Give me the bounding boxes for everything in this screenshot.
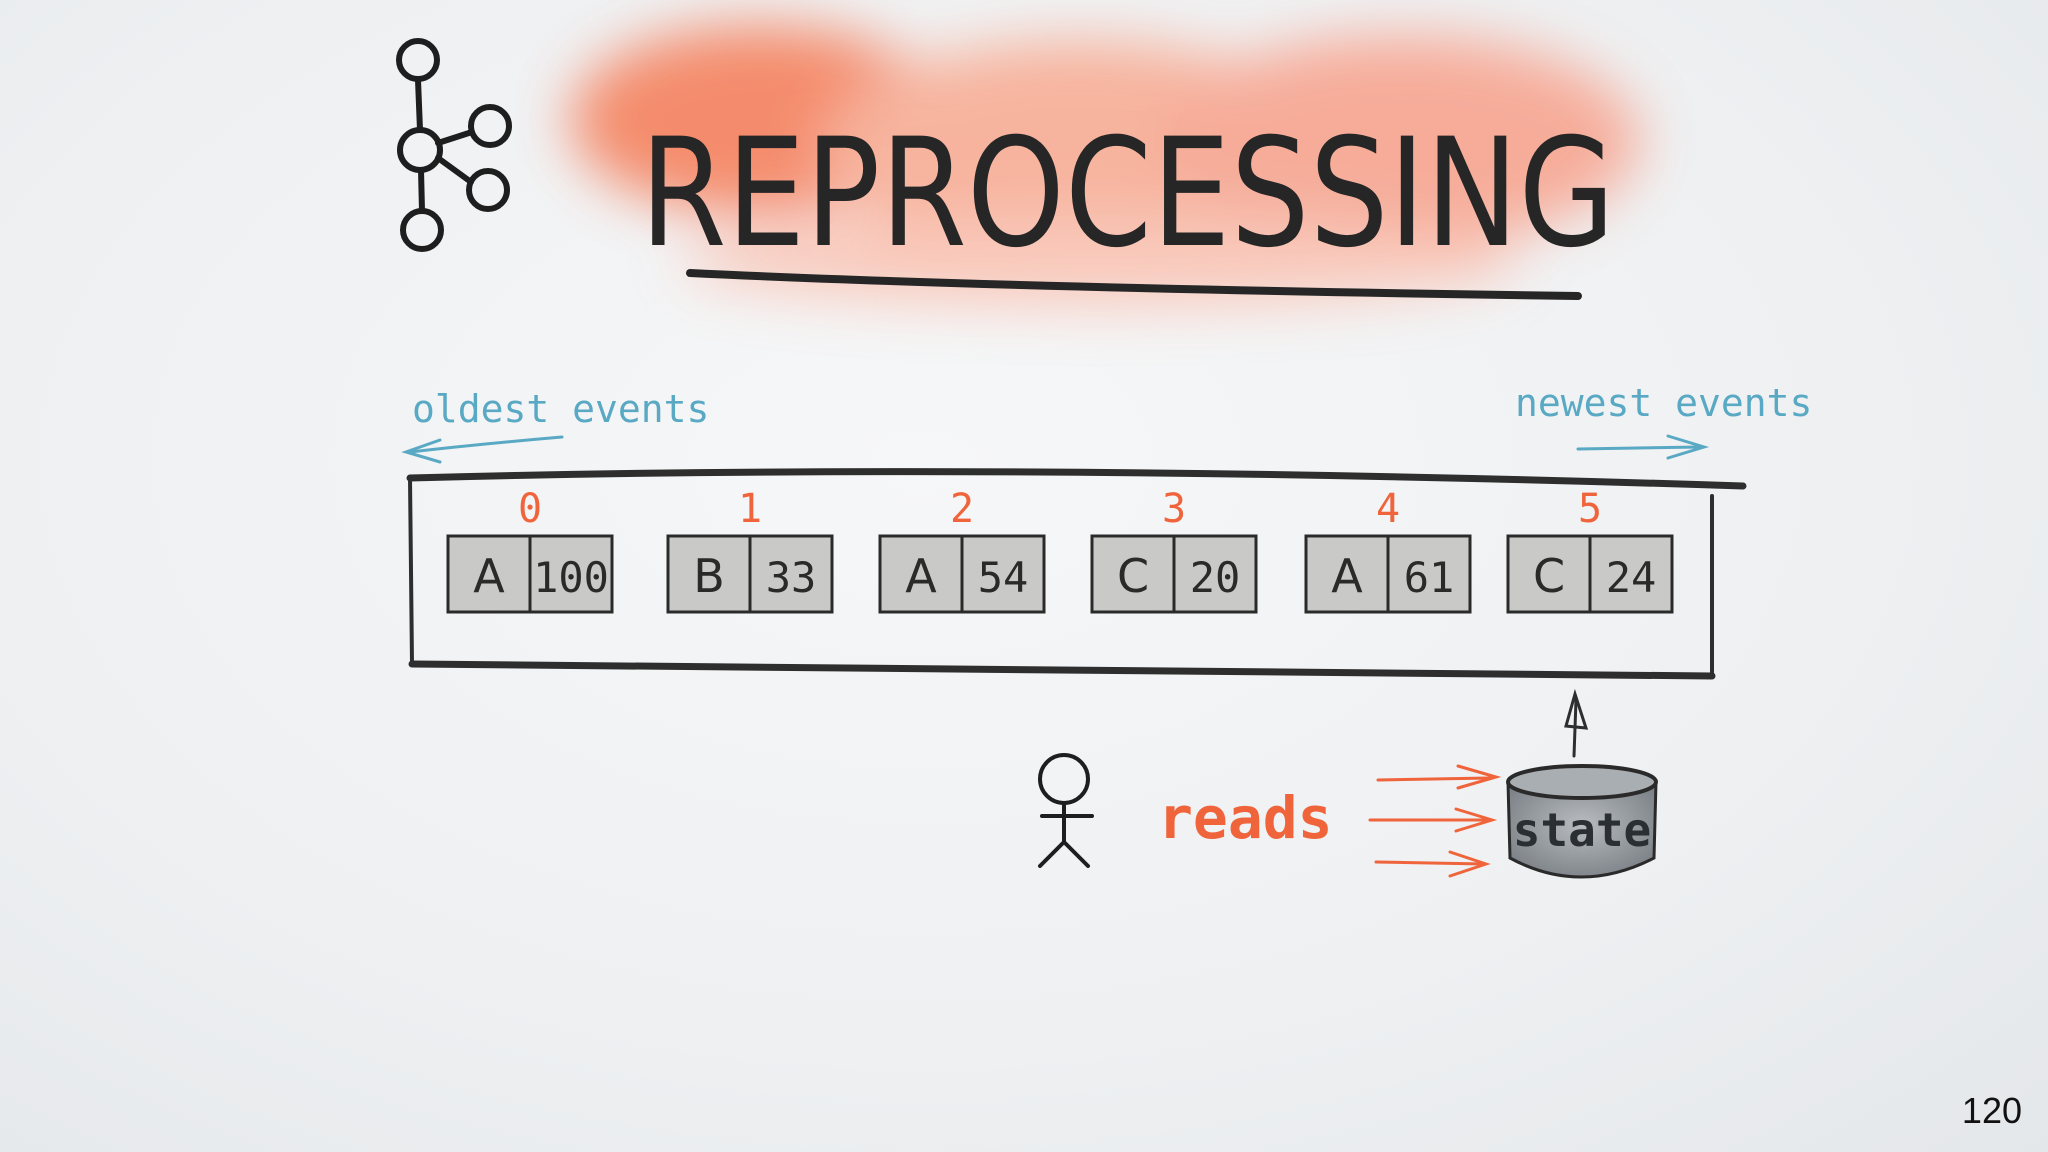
- left-arrow-icon: [401, 435, 564, 464]
- event-offset: 1: [738, 486, 762, 532]
- log-event: 3C 20: [1090, 486, 1258, 614]
- state-label: state: [1513, 803, 1651, 857]
- title-underline: [686, 269, 1582, 300]
- page-number: 120: [1961, 1090, 2022, 1131]
- right-arrow-icon: [1576, 434, 1710, 460]
- event-value: 100: [533, 553, 609, 602]
- event-value: 33: [766, 553, 817, 602]
- event-log: [406, 468, 1747, 680]
- oldest-events-label: oldest events: [412, 387, 709, 431]
- event-offset: 0: [518, 486, 542, 532]
- log-event: 5C 24: [1506, 486, 1674, 614]
- event-key: C: [1533, 549, 1565, 603]
- event-key: A: [1331, 549, 1363, 603]
- event-key: A: [905, 549, 937, 603]
- event-key: C: [1117, 549, 1149, 603]
- event-key: B: [693, 549, 725, 603]
- event-value: 54: [978, 553, 1029, 602]
- event-offset: 3: [1162, 486, 1186, 532]
- log-event: 0A 100: [446, 486, 614, 614]
- event-value: 61: [1404, 553, 1455, 602]
- log-event: 2A 54: [878, 486, 1046, 614]
- event-offset: 5: [1578, 486, 1602, 532]
- event-key: A: [473, 549, 505, 603]
- log-event: 1B 33: [666, 486, 834, 614]
- page-title: REPROCESSING: [640, 107, 1615, 281]
- newest-events-label: newest events: [1515, 381, 1812, 425]
- event-value: 20: [1190, 553, 1241, 602]
- log-event: 4A 61: [1304, 486, 1472, 614]
- event-offset: 4: [1376, 486, 1400, 532]
- state-store: state: [1506, 764, 1658, 879]
- up-arrow-icon: [1564, 688, 1589, 758]
- read-arrows: [1368, 764, 1502, 878]
- event-offset: 2: [950, 486, 974, 532]
- kafka-logo-icon: [396, 38, 512, 252]
- reads-label: reads: [1158, 784, 1333, 852]
- stick-figure-icon: [1038, 753, 1094, 868]
- event-value: 24: [1606, 553, 1657, 602]
